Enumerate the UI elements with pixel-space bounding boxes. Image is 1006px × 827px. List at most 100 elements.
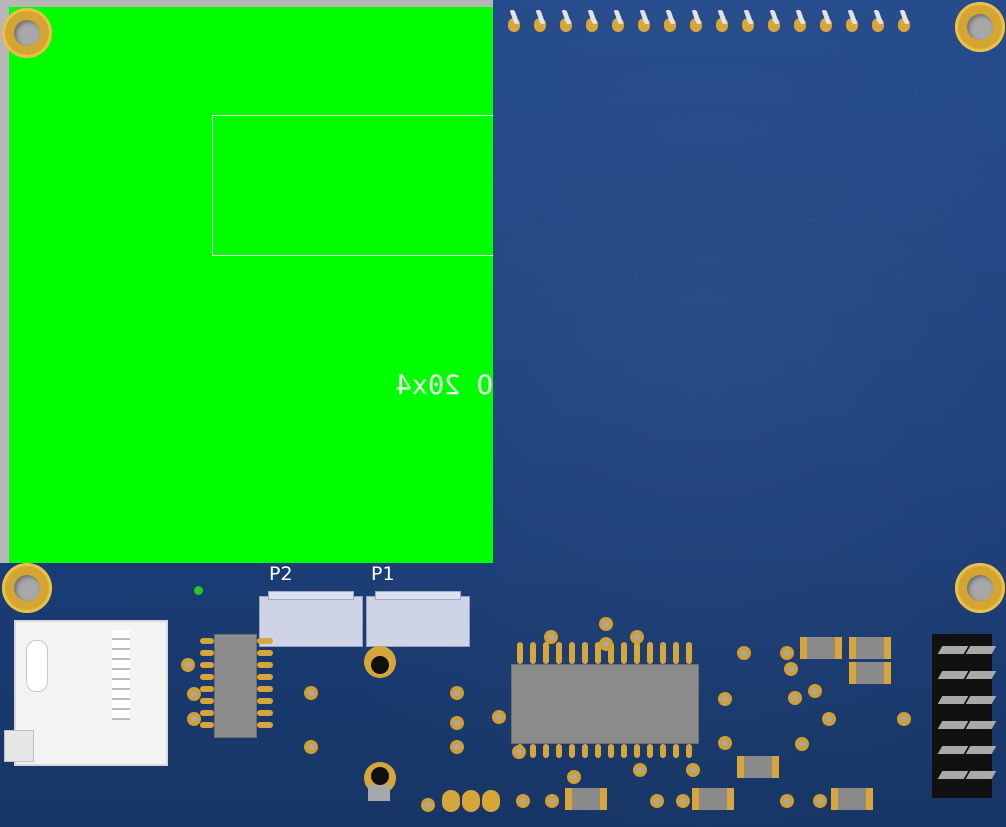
header-pin <box>586 10 598 32</box>
via <box>718 692 732 706</box>
header-pin <box>898 10 910 32</box>
via <box>780 794 794 808</box>
soic-pin <box>257 662 273 668</box>
tssop-pin <box>673 642 679 664</box>
via <box>808 684 822 698</box>
lcd-active-window-outline <box>212 115 493 256</box>
header-pin <box>612 10 624 32</box>
ic-main-controller <box>511 664 699 744</box>
mounting-hole-bottom-left <box>2 563 52 613</box>
header-right-pin <box>937 746 969 754</box>
via <box>718 736 732 750</box>
round-pad-1-core <box>371 656 389 674</box>
tssop-pin <box>634 744 640 758</box>
via <box>795 737 809 751</box>
tssop-pin <box>530 744 536 758</box>
tssop-pin <box>608 642 614 664</box>
header-pin <box>820 10 832 32</box>
soic-pin <box>200 638 214 644</box>
via <box>181 658 195 672</box>
soic-pin <box>257 650 273 656</box>
header-right-pin <box>937 696 969 704</box>
soic-pin <box>200 722 214 728</box>
soic-pin <box>257 674 273 680</box>
lcd-label-text: O 20x4 <box>395 370 493 401</box>
tssop-pin <box>686 744 692 758</box>
via <box>450 740 464 754</box>
via <box>516 794 530 808</box>
via <box>813 794 827 808</box>
via <box>187 687 201 701</box>
via <box>788 691 802 705</box>
header-pin <box>690 10 702 32</box>
smd-component-5 <box>565 788 607 810</box>
soic-pin <box>200 674 214 680</box>
header-pin <box>534 10 546 32</box>
header-pin <box>560 10 572 32</box>
soic-pin <box>200 686 214 692</box>
via <box>304 740 318 754</box>
smd-component-7 <box>831 788 873 810</box>
oval-pad <box>462 790 480 812</box>
mounting-hole-top-left <box>2 8 52 58</box>
header-right-pin <box>937 771 969 779</box>
via <box>545 794 559 808</box>
ic-soic-left <box>214 634 257 738</box>
silkscreen-label-p2: P2 <box>269 563 293 585</box>
soic-pin <box>200 710 214 716</box>
potentiometer-p2 <box>259 591 363 647</box>
tssop-pin <box>660 744 666 758</box>
tssop-pin <box>543 744 549 758</box>
tssop-pin <box>660 642 666 664</box>
soic-pin <box>200 650 214 656</box>
via <box>650 794 664 808</box>
header-right-pin <box>965 646 997 654</box>
smd-component-3 <box>849 662 891 684</box>
header-right-pin <box>965 696 997 704</box>
via <box>633 763 647 777</box>
smd-component-4 <box>737 756 779 778</box>
header-right-pin <box>937 721 969 729</box>
tssop-pin <box>569 744 575 758</box>
tssop-pin <box>595 642 601 664</box>
header-right-pin <box>965 671 997 679</box>
via <box>822 712 836 726</box>
test-point-green <box>194 586 203 595</box>
via <box>599 617 613 631</box>
soic-pin <box>200 662 214 668</box>
via <box>784 662 798 676</box>
lcd-silkscreen-label: O 20x4 <box>386 370 493 410</box>
header-pin <box>846 10 858 32</box>
tssop-pin <box>595 744 601 758</box>
oval-pad <box>442 790 460 812</box>
header-pin <box>742 10 754 32</box>
tssop-pin <box>543 642 549 664</box>
header-pin <box>664 10 676 32</box>
header-pin <box>508 10 520 32</box>
via <box>421 798 435 812</box>
tssop-pin <box>530 642 536 664</box>
round-pad-2-body <box>368 785 390 801</box>
round-pad-2-core <box>371 767 389 785</box>
via <box>187 712 201 726</box>
sd-socket-latch <box>26 640 48 692</box>
smd-component-2 <box>849 637 891 659</box>
header-pin <box>794 10 806 32</box>
via <box>544 630 558 644</box>
header-right-pin <box>965 771 997 779</box>
via <box>450 716 464 730</box>
header-pin <box>638 10 650 32</box>
via <box>897 712 911 726</box>
pin-header-right <box>932 634 992 798</box>
via <box>676 794 690 808</box>
mounting-hole-bottom-right <box>955 563 1005 613</box>
soic-pin <box>257 638 273 644</box>
silkscreen-label-p1: P1 <box>371 563 395 585</box>
via <box>780 646 794 660</box>
via <box>686 763 700 777</box>
tssop-pin <box>647 642 653 664</box>
tssop-pin <box>517 642 523 664</box>
sd-socket-edge <box>4 730 34 762</box>
tssop-pin <box>647 744 653 758</box>
